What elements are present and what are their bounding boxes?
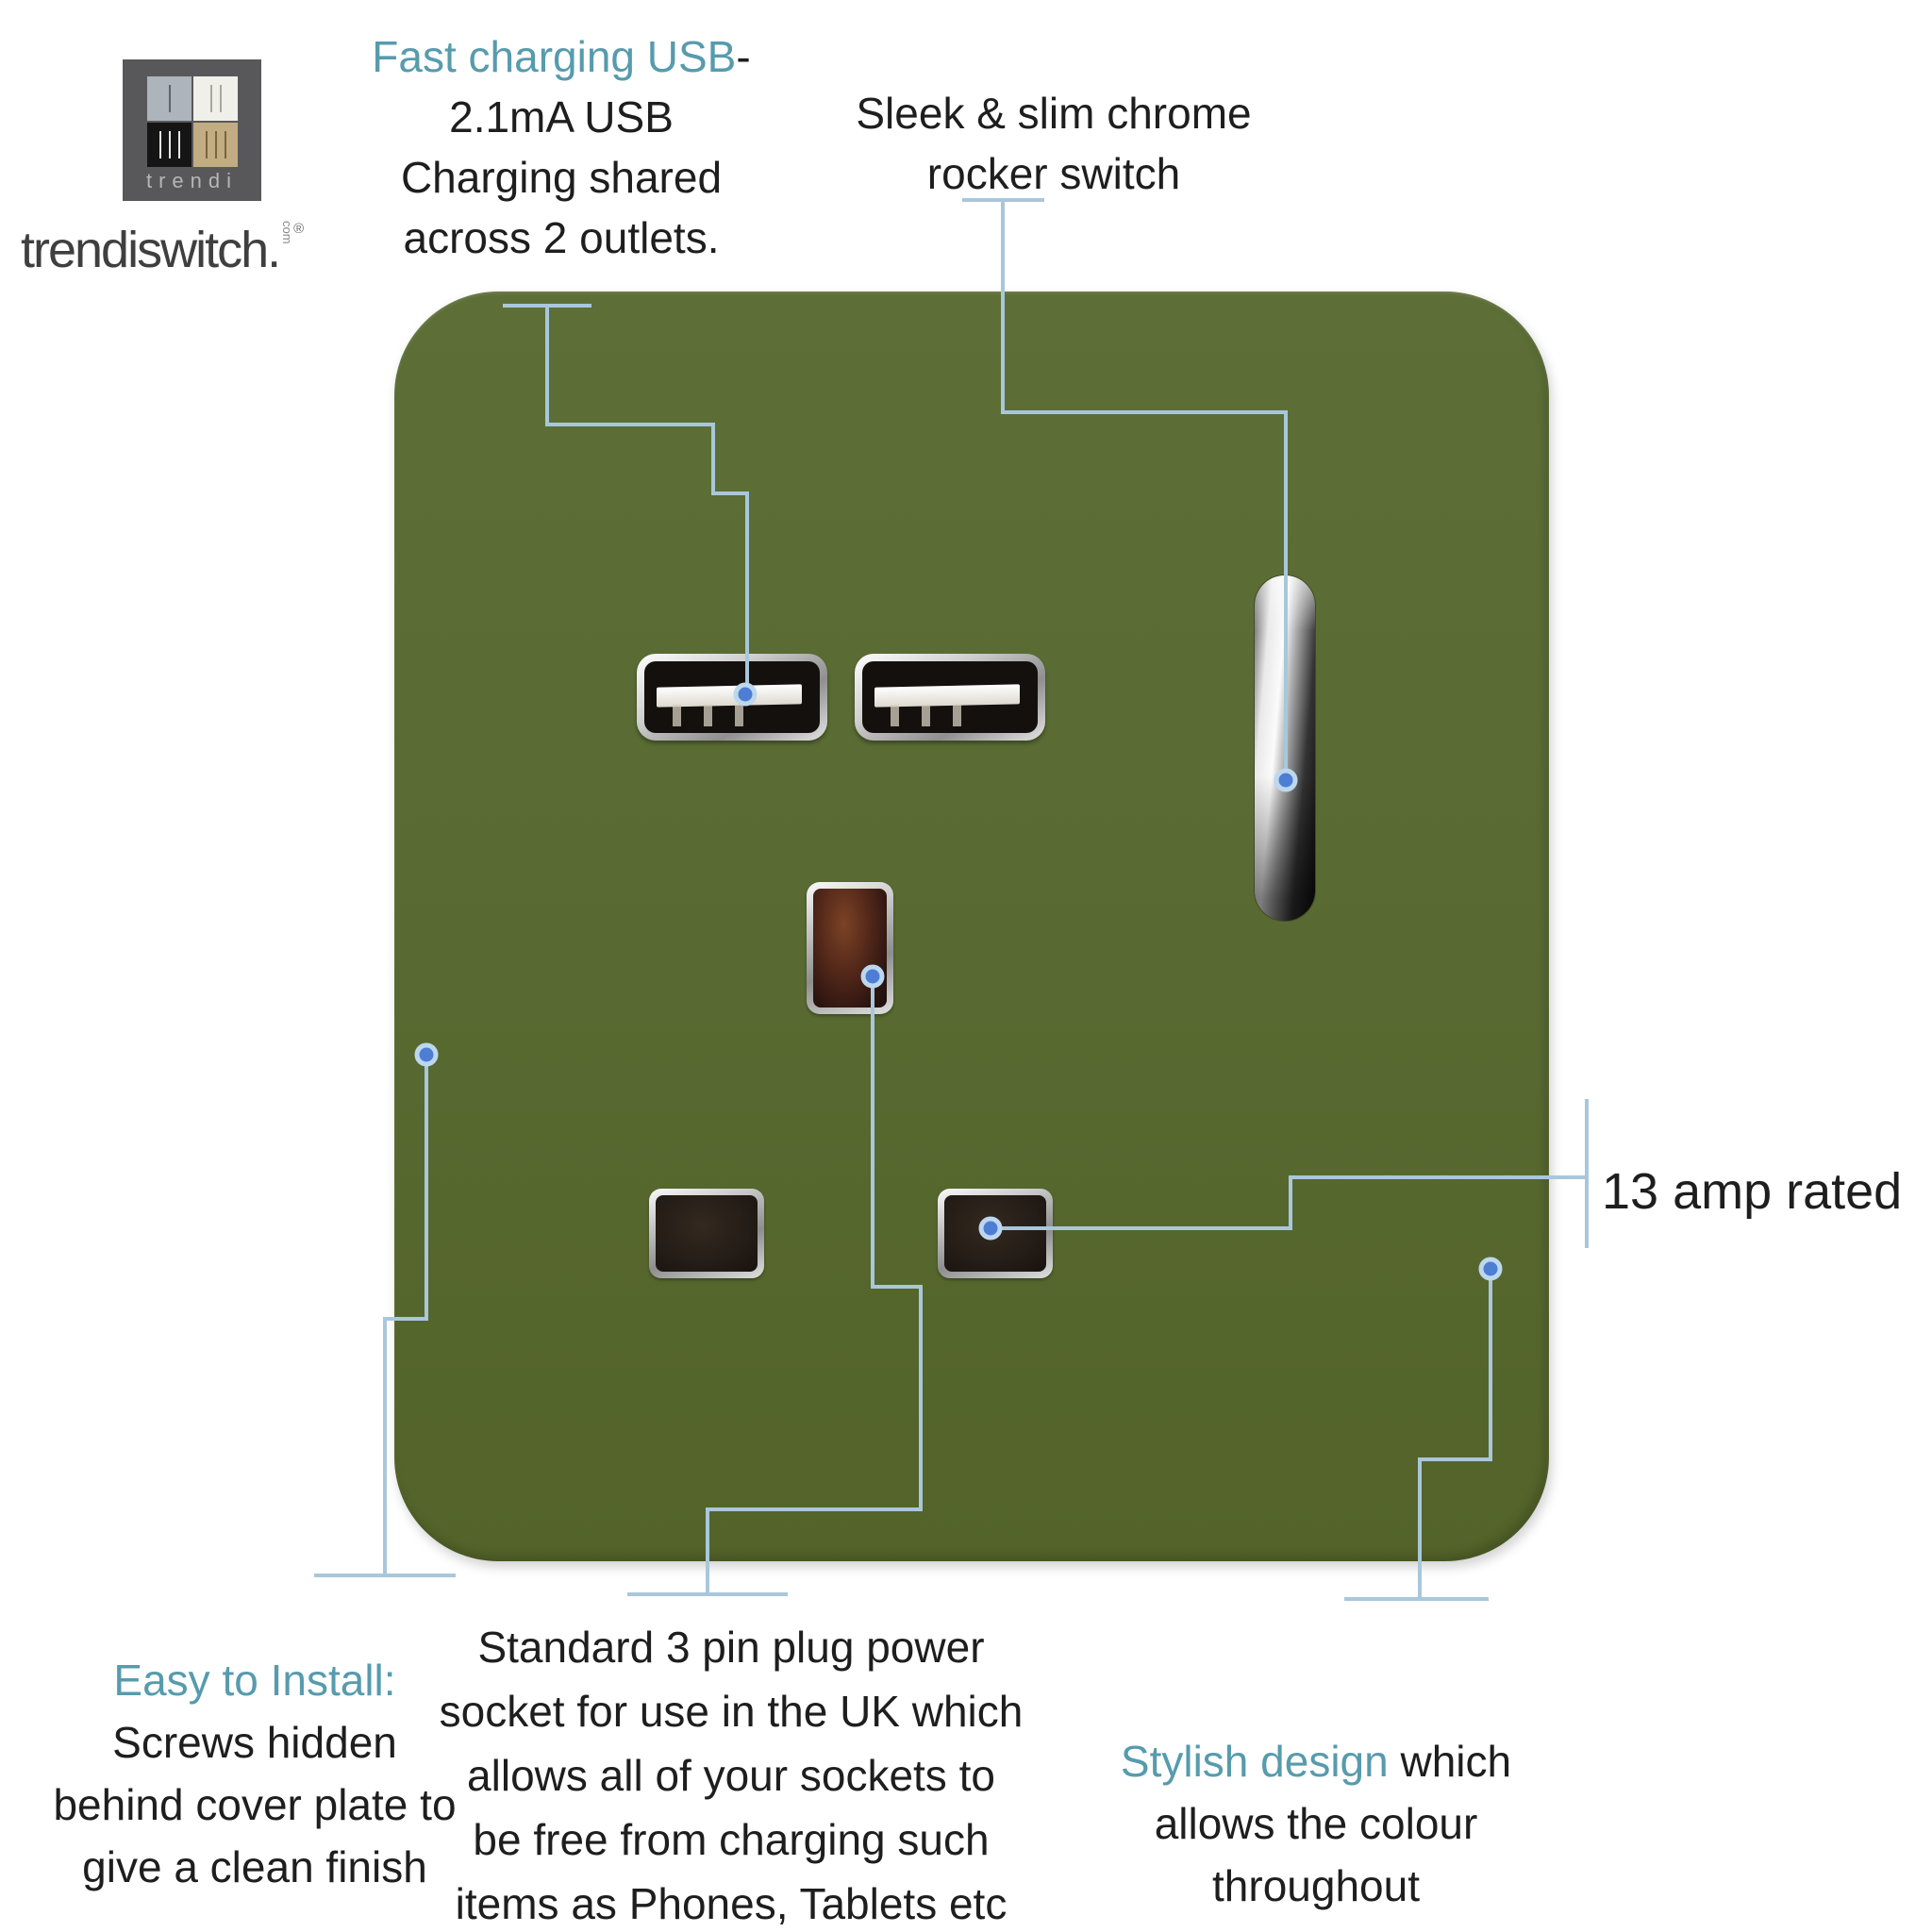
logo-brand-text: trendi bbox=[145, 169, 239, 192]
rocker-switch bbox=[1254, 575, 1316, 922]
neutral-pin-hole bbox=[938, 1189, 1053, 1278]
wordmark-domain-suffix: com bbox=[280, 221, 295, 244]
logo-tile-white-switch-icon bbox=[193, 76, 238, 121]
logo-tile-gold-switch-icon bbox=[193, 123, 238, 167]
usb-port-2-cavity bbox=[862, 661, 1038, 733]
trendi-logo: trendi bbox=[123, 59, 261, 201]
live-pin-cavity bbox=[656, 1195, 758, 1272]
annotation-line: Screws hidden bbox=[112, 1718, 397, 1767]
annotation-line: allows the colour bbox=[1154, 1799, 1478, 1848]
annotation-fast-charging-usb: Fast charging USB- 2.1mA USB Charging sh… bbox=[325, 26, 797, 268]
annotation-line: allows all of your sockets to bbox=[467, 1751, 995, 1800]
usb-port-1-cavity bbox=[644, 661, 820, 733]
annotation-amp-rating: 13 amp rated bbox=[1602, 1163, 1903, 1220]
annotation-highlight: Fast charging USB bbox=[372, 32, 737, 81]
logo-tile-black-switch-icon bbox=[147, 123, 192, 167]
usb-tongue bbox=[657, 684, 803, 707]
annotation-line: give a clean finish bbox=[82, 1842, 427, 1891]
annotation-line: across 2 outlets. bbox=[403, 213, 720, 262]
brand-wordmark: trendiswitch.com® bbox=[21, 221, 304, 279]
annotation-line: Stylish design which bbox=[1071, 1730, 1561, 1792]
live-pin-hole bbox=[649, 1189, 764, 1278]
socket-faceplate bbox=[394, 291, 1549, 1561]
annotation-standard-socket: Standard 3 pin plug power socket for use… bbox=[401, 1615, 1061, 1932]
annotation-line: rocker switch bbox=[926, 149, 1181, 198]
annotation-line: items as Phones, Tablets etc bbox=[455, 1879, 1008, 1928]
usb-port-2 bbox=[855, 654, 1045, 741]
annotation-rocker-switch: Sleek & slim chrome rocker switch bbox=[818, 83, 1290, 204]
annotation-easy-install: Easy to Install: Screws hidden behind co… bbox=[19, 1649, 491, 1898]
logo-switch-tiles bbox=[147, 76, 238, 167]
annotation-line: socket for use in the UK which bbox=[439, 1687, 1024, 1736]
usb-contact-pins bbox=[672, 705, 791, 727]
usb-port-1 bbox=[637, 654, 827, 741]
annotation-highlight: Easy to Install: bbox=[113, 1656, 396, 1705]
logo-tile-silver-switch-icon bbox=[147, 76, 192, 121]
annotation-line: 2.1mA USB bbox=[449, 92, 674, 142]
annotation-line: Fast charging USB- bbox=[325, 26, 797, 87]
annotation-highlight: Stylish design bbox=[1120, 1737, 1389, 1786]
earth-pin-cavity bbox=[813, 889, 887, 1008]
earth-pin-hole bbox=[807, 882, 893, 1014]
registered-trademark-symbol: ® bbox=[293, 221, 304, 237]
annotation-line: Charging shared bbox=[400, 153, 723, 202]
annotation-rest: which bbox=[1388, 1737, 1512, 1786]
annotation-rest: - bbox=[736, 32, 751, 81]
annotation-line: Standard 3 pin plug power bbox=[477, 1623, 985, 1672]
annotation-line: throughout bbox=[1212, 1861, 1420, 1910]
annotation-line: be free from charging such bbox=[473, 1815, 990, 1864]
annotation-line: Sleek & slim chrome bbox=[856, 89, 1252, 138]
annotation-line: behind cover plate to bbox=[53, 1780, 457, 1829]
usb-tongue bbox=[874, 684, 1021, 707]
neutral-pin-cavity bbox=[944, 1195, 1046, 1272]
usb-contact-pins bbox=[890, 705, 1009, 727]
annotation-stylish-design: Stylish design which allows the colour t… bbox=[1071, 1730, 1561, 1917]
wordmark-text: trendiswitch. bbox=[21, 222, 281, 278]
